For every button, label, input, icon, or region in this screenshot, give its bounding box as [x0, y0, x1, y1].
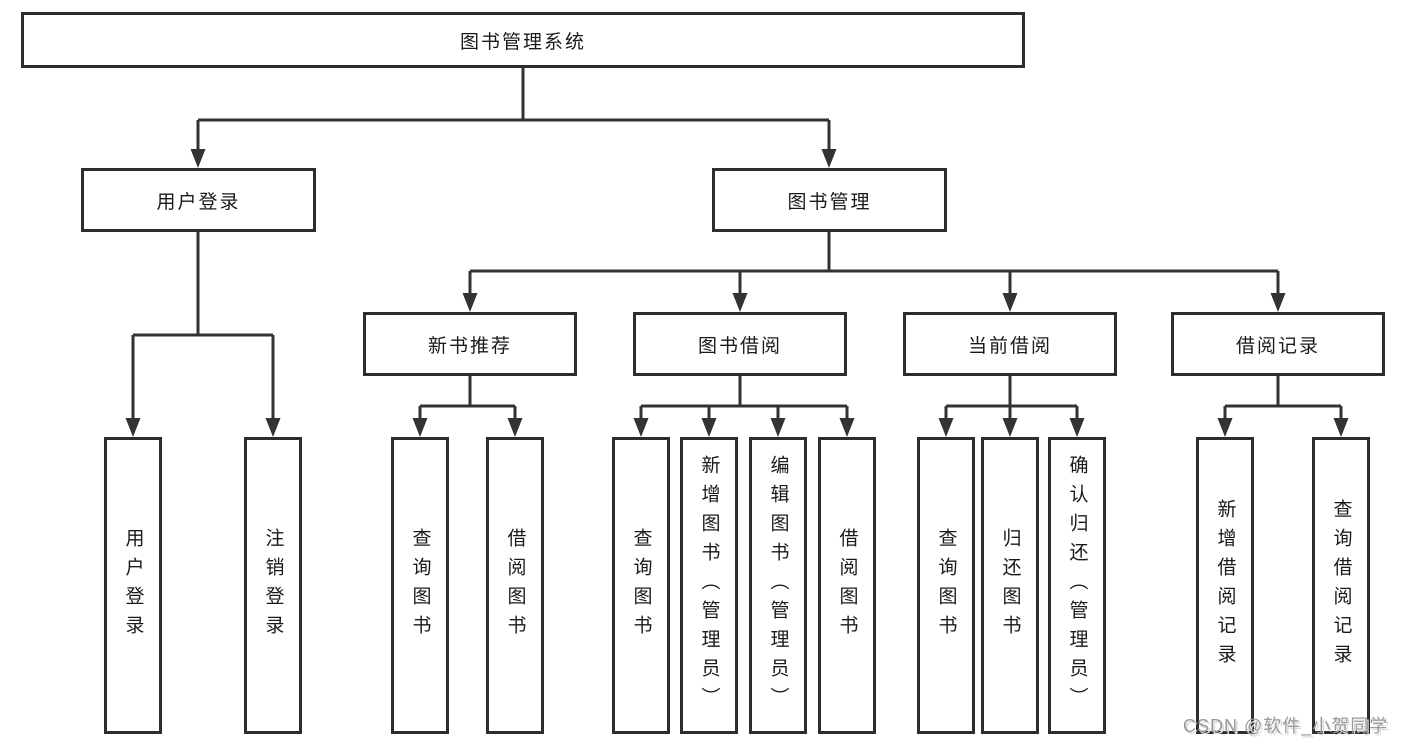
arrowhead	[1217, 418, 1233, 437]
node-label: 图书管理	[787, 191, 872, 213]
node-label: 图书借阅	[697, 335, 782, 357]
arrowhead	[770, 418, 786, 437]
node-new-book-recommend: 新书推荐	[363, 312, 577, 376]
arrowhead	[1002, 418, 1018, 437]
arrowhead	[412, 418, 428, 437]
arrowhead	[1270, 293, 1286, 312]
node-label: 注销登录	[262, 527, 284, 644]
arrowhead	[265, 418, 281, 437]
node-label: 用户登录	[156, 191, 241, 213]
arrowhead	[190, 149, 206, 168]
node-book-borrow: 图书借阅	[633, 312, 847, 376]
node-user-login: 用户登录	[81, 168, 316, 232]
leaf-query-book-recommend: 查询图书	[391, 437, 449, 734]
arrowhead	[1069, 418, 1085, 437]
node-label: 查询图书	[630, 527, 652, 644]
arrowhead	[633, 418, 649, 437]
arrowhead	[938, 418, 954, 437]
leaf-return-book: 归还图书	[981, 437, 1039, 734]
node-label: 借阅图书	[836, 527, 858, 644]
leaf-query-book-current: 查询图书	[917, 437, 975, 734]
leaf-logout: 注销登录	[244, 437, 302, 734]
leaf-borrow-book-recommend: 借阅图书	[486, 437, 544, 734]
node-label: 归还图书	[999, 527, 1021, 644]
arrowhead	[1002, 293, 1018, 312]
node-current-borrow: 当前借阅	[903, 312, 1117, 376]
arrowhead	[125, 418, 141, 437]
node-root: 图书管理系统	[21, 12, 1025, 68]
arrowhead	[839, 418, 855, 437]
connector-borrowrecord-to-leaves	[1223, 376, 1343, 421]
node-label: 查询图书	[935, 527, 957, 644]
arrowhead	[462, 293, 478, 312]
leaf-borrow-book: 借阅图书	[818, 437, 876, 734]
node-label: 新书推荐	[427, 335, 512, 357]
arrowhead	[701, 418, 717, 437]
connector-root-to-level2	[196, 68, 831, 152]
arrowhead	[732, 293, 748, 312]
node-book-management: 图书管理	[712, 168, 947, 232]
node-label: 确认归还（管理员）	[1066, 455, 1088, 716]
arrowhead	[821, 149, 837, 168]
node-label: 编辑图书（管理员）	[767, 455, 789, 716]
connector-currentborrow-to-leaves	[944, 376, 1079, 421]
arrowhead	[1333, 418, 1349, 437]
node-label: 借阅图书	[504, 527, 526, 644]
node-label: 用户登录	[122, 527, 144, 644]
leaf-add-book-admin: 新增图书（管理员）	[680, 437, 738, 734]
node-label: 新增借阅记录	[1214, 498, 1236, 673]
leaf-edit-book-admin: 编辑图书（管理员）	[749, 437, 807, 734]
node-borrow-record: 借阅记录	[1171, 312, 1385, 376]
node-label: 图书管理系统	[459, 31, 586, 53]
watermark-text: CSDN @软件_小贺同学	[1183, 716, 1389, 736]
node-label: 查询图书	[409, 527, 431, 644]
leaf-query-book-borrow: 查询图书	[612, 437, 670, 734]
node-label: 查询借阅记录	[1330, 498, 1352, 673]
leaf-user-login: 用户登录	[104, 437, 162, 734]
connector-userlogin-to-leaves	[131, 232, 275, 421]
node-label: 当前借阅	[967, 335, 1052, 357]
leaf-confirm-return-admin: 确认归还（管理员）	[1048, 437, 1106, 734]
leaf-add-borrow-record: 新增借阅记录	[1196, 437, 1254, 734]
leaf-query-borrow-record: 查询借阅记录	[1312, 437, 1370, 734]
node-label: 新增图书（管理员）	[698, 455, 720, 716]
arrowhead	[507, 418, 523, 437]
connector-bookmgmt-to-level3	[468, 232, 1280, 296]
connector-newbook-to-leaves	[418, 376, 517, 421]
node-label: 借阅记录	[1235, 335, 1320, 357]
connector-bookborrow-to-leaves	[639, 376, 849, 421]
